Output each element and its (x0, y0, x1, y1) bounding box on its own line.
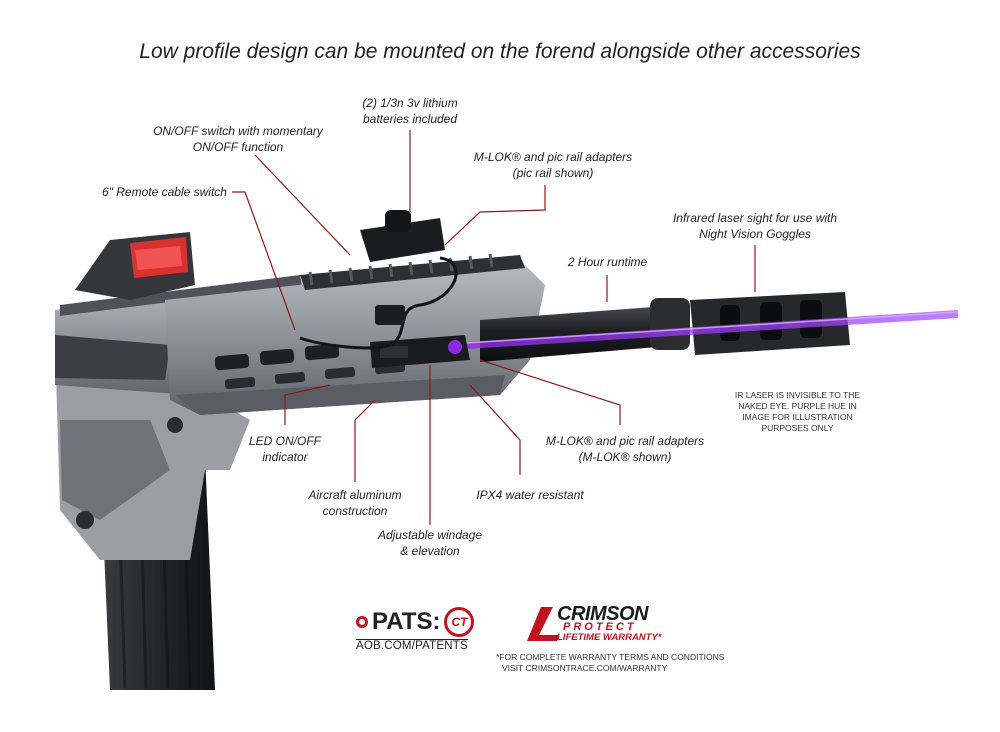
callout-windage: Adjustable windage & elevation (375, 527, 485, 559)
warranty-note: *FOR COMPLETE WARRANTY TERMS AND CONDITI… (496, 652, 724, 674)
note-line: IR LASER IS INVISIBLE TO THE (734, 390, 861, 400)
callout-line: LED ON/OFF (248, 434, 321, 448)
callout-mlok-bottom: M-LOK® and pic rail adapters (M-LOK® sho… (540, 433, 710, 465)
callout-line: (M-LOK® shown) (578, 450, 672, 464)
ir-disclaimer: IR LASER IS INVISIBLE TO THE NAKED EYE. … (730, 390, 865, 434)
callout-remote-cable: 6" Remote cable switch (97, 184, 232, 200)
patents-logo: PATS: CT AOB.COM/PATENTS (356, 607, 486, 654)
headline: Low profile design can be mounted on the… (139, 40, 861, 63)
callout-line: (pic rail shown) (512, 166, 594, 180)
ct-badge-icon: CT (444, 607, 475, 637)
crimson-logo: CRIMSON PROTECT LIFETIME WARRANTY* (527, 603, 677, 643)
callout-line: IPX4 water resistant (476, 488, 584, 502)
callout-infrared-laser: Infrared laser sight for use with Night … (660, 210, 850, 242)
callout-batteries: (2) 1/3n 3v lithium batteries included (345, 95, 475, 127)
callout-ipx4: IPX4 water resistant (465, 487, 595, 503)
callout-led-indicator: LED ON/OFF indicator (240, 433, 330, 465)
callout-line: Aircraft aluminum (308, 488, 402, 502)
note-line: VISIT CRIMSONTRACE.COM/WARRANTY (502, 663, 668, 673)
callout-line: 2 Hour runtime (567, 255, 648, 269)
callout-line: (2) 1/3n 3v lithium (362, 96, 458, 110)
callout-runtime: 2 Hour runtime (560, 254, 655, 270)
crimson-warranty: LIFETIME WARRANTY* (557, 632, 662, 643)
crimson-title: CRIMSON (557, 603, 648, 625)
callout-line: M-LOK® and pic rail adapters (545, 434, 705, 448)
remote-switch (360, 218, 445, 262)
callout-line: Night Vision Goggles (699, 227, 811, 241)
handguard (165, 260, 545, 415)
note-line: IMAGE FOR ILLUSTRATION (742, 412, 853, 422)
callout-mlok-pic-top: M-LOK® and pic rail adapters (pic rail s… (468, 149, 638, 181)
note-line: PURPOSES ONLY (761, 423, 834, 433)
callout-line: ON/OFF switch with momentary (153, 124, 323, 138)
callout-line: indicator (262, 450, 308, 464)
callout-line: & elevation (400, 544, 460, 558)
crimson-subtitle: PROTECT (563, 621, 637, 633)
note-line: *FOR COMPLETE WARRANTY TERMS AND CONDITI… (496, 652, 725, 662)
patents-dot-icon (356, 616, 368, 628)
callout-line: Infrared laser sight for use with (672, 211, 838, 225)
crimson-mark-icon (527, 607, 559, 641)
callout-aluminum: Aircraft aluminum construction (295, 487, 415, 519)
callout-line: batteries included (362, 112, 458, 126)
callout-line: construction (322, 504, 388, 518)
callout-line: Adjustable windage (377, 528, 483, 542)
barrel (480, 305, 680, 362)
note-line: NAKED EYE. PURPLE HUE IN (738, 401, 857, 411)
patents-label: PATS: (372, 608, 441, 635)
callout-onoff-switch: ON/OFF switch with momentary ON/OFF func… (148, 123, 328, 155)
patents-url: AOB.COM/PATENTS (356, 639, 468, 652)
callout-line: ON/OFF function (192, 140, 284, 154)
callout-line: M-LOK® and pic rail adapters (473, 150, 633, 164)
callout-line: 6" Remote cable switch (102, 185, 227, 199)
